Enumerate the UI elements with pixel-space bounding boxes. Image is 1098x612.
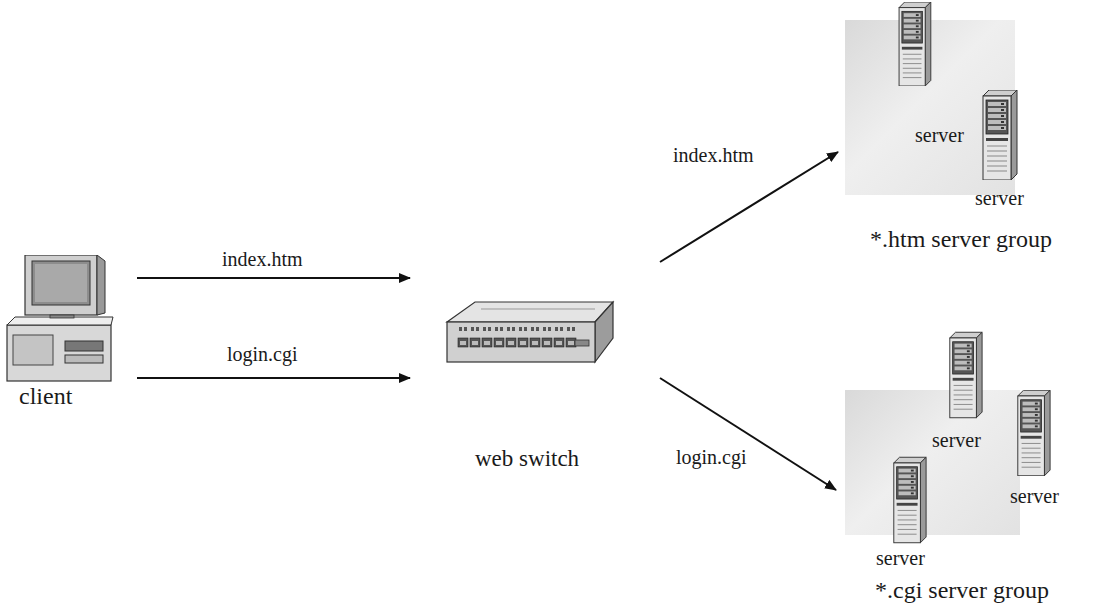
request-label: login.cgi (676, 446, 747, 469)
switch-icon-drawing (445, 300, 615, 365)
server-node: server (1008, 388, 1080, 512)
node-label: server (1010, 485, 1059, 508)
server-icon-drawing (946, 330, 984, 420)
server-icon (946, 330, 984, 424)
request-arrow (137, 277, 410, 279)
server-node: server (930, 328, 1002, 454)
node-label: web switch (475, 446, 579, 472)
node-label: client (19, 383, 72, 411)
request-arrow (660, 378, 836, 490)
switch-icon (445, 300, 615, 369)
node-label: *.cgi server group (875, 577, 1049, 605)
server-icon (893, 2, 935, 90)
request-label: login.cgi (227, 343, 298, 366)
request-label: index.htm (222, 248, 303, 271)
server-group: *.cgi server group server server server (840, 325, 1095, 610)
node-label: server (876, 547, 925, 570)
computer-icon (5, 255, 115, 389)
device-node: web switch (435, 265, 615, 485)
request-arrow (137, 377, 410, 379)
server-icon-drawing (893, 2, 935, 86)
server-icon-drawing (1014, 390, 1052, 476)
node-label: server (915, 124, 964, 147)
node-label: server (932, 429, 981, 452)
group-shading (845, 390, 1020, 535)
server-node: server (970, 88, 1045, 214)
node-label: *.htm server group (870, 226, 1052, 254)
server-node: server (888, 0, 983, 152)
device-node: client (5, 250, 117, 415)
request-arrow (660, 152, 838, 262)
server-icon (1014, 390, 1052, 480)
server-group: *.htm server group server server (840, 0, 1095, 262)
server-node: server (874, 453, 944, 575)
request-label: index.htm (673, 144, 754, 167)
server-icon (890, 455, 928, 549)
node-label: server (975, 187, 1024, 210)
computer-icon-drawing (5, 255, 115, 385)
server-icon (978, 90, 1020, 184)
server-icon-drawing (890, 455, 928, 545)
server-icon-drawing (978, 90, 1020, 180)
